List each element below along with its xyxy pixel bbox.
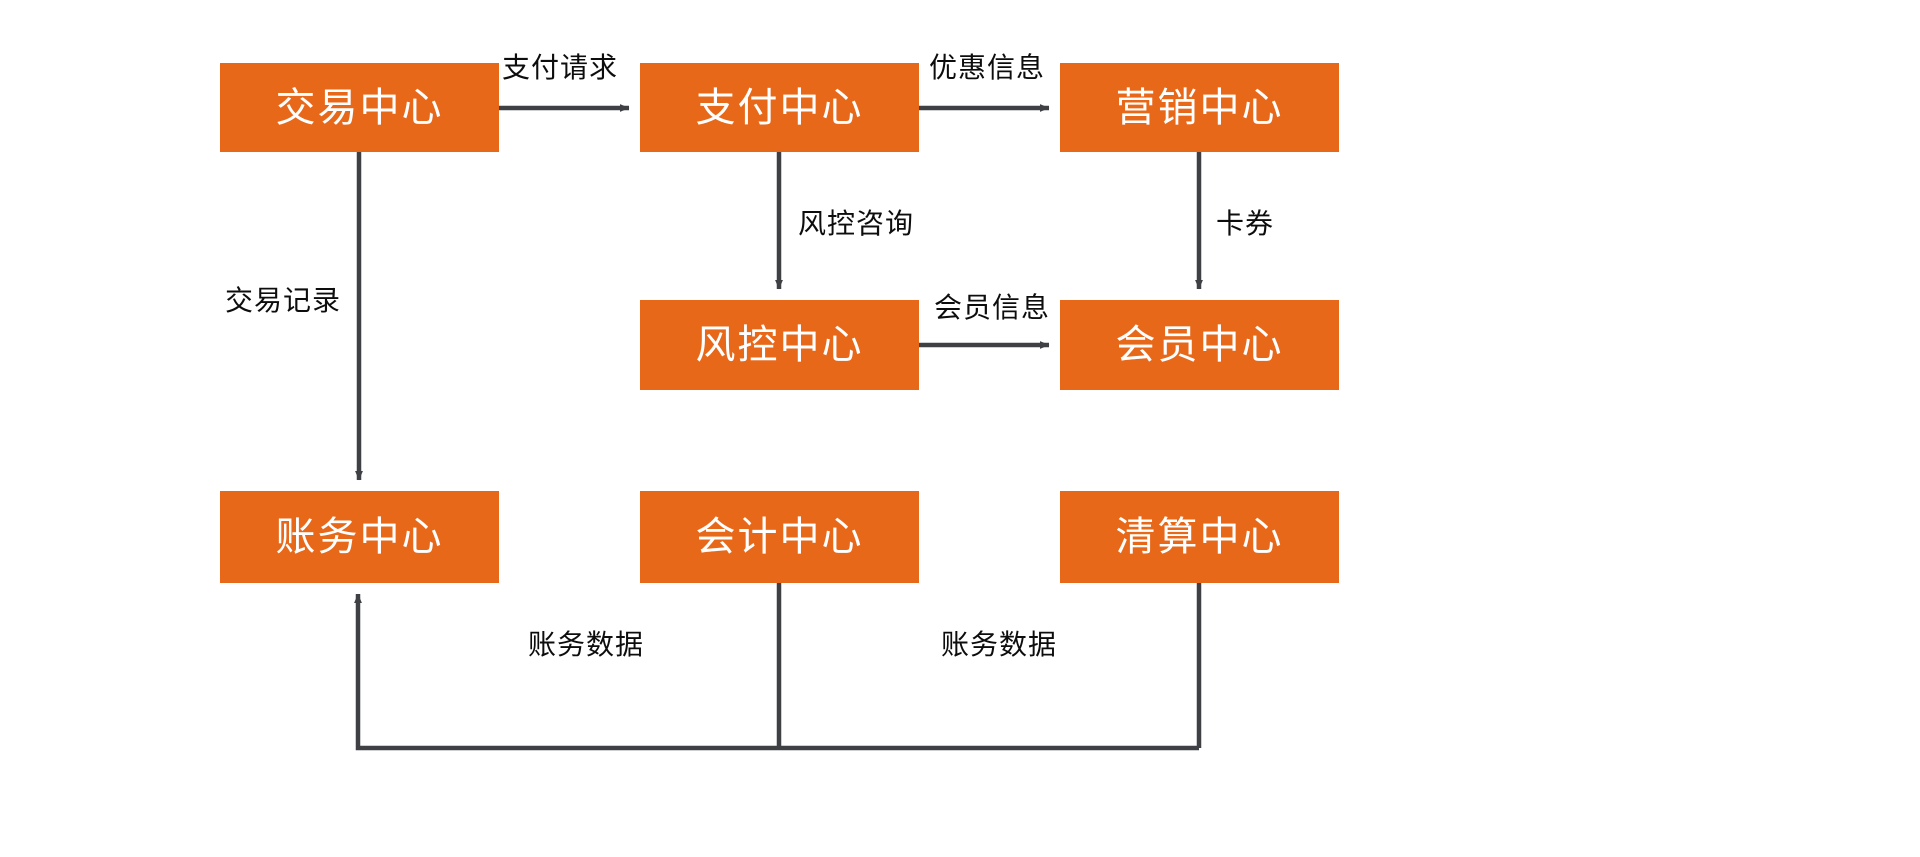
connector-ledger-settlement-to-accounting <box>354 583 1202 751</box>
edge-label-trade-record: 交易记录 <box>225 285 342 316</box>
edge-label-risk-consult: 风控咨询 <box>798 208 915 239</box>
node-payment-center[interactable]: 支付中心 <box>640 63 919 152</box>
edge-label-pay-request: 支付请求 <box>502 52 619 83</box>
node-label: 支付中心 <box>695 85 864 130</box>
node-label: 会员中心 <box>1115 323 1284 367</box>
node-settlement-center[interactable]: 清算中心 <box>1060 491 1339 583</box>
edge-label-ledger-data-right: 账务数据 <box>941 629 1058 660</box>
edge-label-member-info: 会员信息 <box>934 292 1051 323</box>
node-member-center[interactable]: 会员中心 <box>1060 300 1339 390</box>
node-label: 交易中心 <box>275 85 444 130</box>
edge-label-promo-info: 优惠信息 <box>929 52 1046 83</box>
node-label: 营销中心 <box>1115 85 1284 130</box>
node-marketing-center[interactable]: 营销中心 <box>1060 63 1339 152</box>
node-label: 清算中心 <box>1115 515 1284 559</box>
edge-label-ledger-data-left: 账务数据 <box>528 629 645 660</box>
edge-label-coupon: 卡券 <box>1216 208 1275 239</box>
node-riskcontrol-center[interactable]: 风控中心 <box>640 300 919 390</box>
node-ledger-center[interactable]: 会计中心 <box>640 491 919 583</box>
node-trade-center[interactable]: 交易中心 <box>220 63 499 152</box>
node-accounting-center[interactable]: 账务中心 <box>220 491 499 583</box>
node-label: 会计中心 <box>695 515 864 559</box>
node-label: 账务中心 <box>275 515 444 559</box>
node-label: 风控中心 <box>695 323 864 367</box>
